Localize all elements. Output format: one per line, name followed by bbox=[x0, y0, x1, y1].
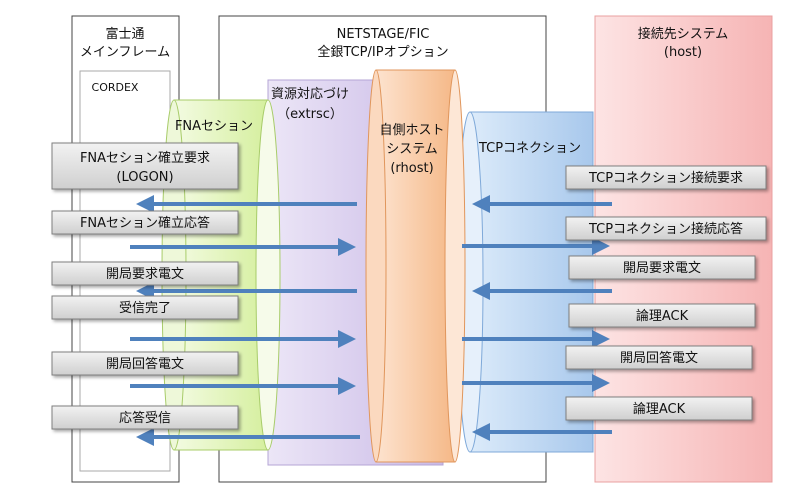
msg-tcp-connect-request-label: TCPコネクション接続要求 bbox=[588, 170, 743, 186]
rhost-label-line1: 自側ホスト bbox=[379, 123, 444, 138]
cordex-label: CORDEX bbox=[92, 81, 139, 94]
msg-open-request-left-label: 開局要求電文 bbox=[106, 267, 184, 282]
arrow-r-right-1 bbox=[462, 237, 610, 255]
arrow-r-right-3 bbox=[462, 374, 610, 392]
arrow-r-left-3 bbox=[472, 423, 612, 441]
rhost-label-line2: システム bbox=[386, 142, 438, 157]
msg-response-received-label: 応答受信 bbox=[119, 410, 171, 426]
msg-fna-session-request-line1: FNAセション確立要求 bbox=[80, 150, 210, 166]
msg-logical-ack-2: 論理ACK bbox=[565, 396, 753, 421]
mainframe-title-line1: 富士通 bbox=[105, 26, 144, 42]
msg-tcp-connect-response: TCPコネクション接続応答 bbox=[565, 216, 767, 241]
rhost-label-line3: (rhost) bbox=[390, 161, 433, 176]
right-arrows bbox=[462, 195, 612, 441]
msg-tcp-connect-request: TCPコネクション接続要求 bbox=[565, 165, 767, 190]
msg-open-reply-right-label: 開局回答電文 bbox=[620, 350, 698, 366]
msg-tcp-connect-response-label: TCPコネクション接続応答 bbox=[588, 221, 743, 237]
tcp-connection-tube: TCPコネクション bbox=[456, 111, 594, 453]
arrow-r-left-1 bbox=[472, 195, 612, 213]
msg-receive-complete-label: 受信完了 bbox=[119, 301, 171, 316]
msg-open-request-right: 開局要求電文 bbox=[568, 255, 756, 280]
mainframe-title-line2: メインフレーム bbox=[80, 45, 170, 60]
arrow-right-3 bbox=[130, 377, 356, 395]
resource-mapping-label-line2: （extrsc） bbox=[277, 107, 343, 122]
msg-open-reply-left-label: 開局回答電文 bbox=[106, 356, 184, 372]
arrow-left-1 bbox=[136, 195, 357, 213]
msg-fna-session-request-line2: (LOGON) bbox=[116, 170, 173, 185]
msg-logical-ack-1: 論理ACK bbox=[568, 303, 756, 328]
msg-fna-session-request: FNAセション確立要求 (LOGON) bbox=[51, 142, 239, 190]
arrow-r-left-2 bbox=[472, 282, 612, 300]
arrow-r-right-2 bbox=[462, 330, 610, 348]
msg-response-received: 応答受信 bbox=[51, 405, 239, 430]
right-message-boxes: TCPコネクション接続要求 TCPコネクション接続応答 開局要求電文 論理ACK… bbox=[565, 165, 767, 421]
resource-mapping-label-line1: 資源対応づけ bbox=[271, 87, 349, 102]
host-title-line1: 接続先システム bbox=[638, 26, 729, 42]
left-arrows bbox=[130, 195, 360, 446]
host-title-line2: (host) bbox=[664, 45, 702, 60]
fna-session-label: FNAセション bbox=[175, 119, 253, 134]
msg-open-request-right-label: 開局要求電文 bbox=[623, 261, 701, 276]
netstage-title-line2: 全銀TCP/IPオプション bbox=[317, 44, 448, 60]
msg-fna-session-response: FNAセション確立応答 bbox=[51, 210, 239, 235]
msg-receive-complete: 受信完了 bbox=[51, 295, 239, 320]
msg-open-reply-right: 開局回答電文 bbox=[565, 345, 753, 370]
arrow-left-3 bbox=[136, 428, 360, 446]
rhost-cylinder: 自側ホスト システム (rhost) bbox=[365, 69, 466, 463]
msg-fna-session-response-label: FNAセション確立応答 bbox=[80, 215, 210, 231]
msg-logical-ack-1-label: 論理ACK bbox=[636, 308, 689, 324]
arrow-right-1 bbox=[130, 238, 356, 256]
left-message-boxes: FNAセション確立要求 (LOGON) FNAセション確立応答 開局要求電文 受… bbox=[51, 142, 239, 430]
tcp-connection-label: TCPコネクション bbox=[478, 141, 581, 156]
msg-open-reply-left: 開局回答電文 bbox=[51, 351, 239, 376]
netstage-title-line1: NETSTAGE/FIC bbox=[337, 27, 430, 42]
msg-open-request-left: 開局要求電文 bbox=[51, 261, 239, 286]
msg-logical-ack-2-label: 論理ACK bbox=[633, 401, 686, 417]
arrow-right-2 bbox=[130, 330, 356, 348]
